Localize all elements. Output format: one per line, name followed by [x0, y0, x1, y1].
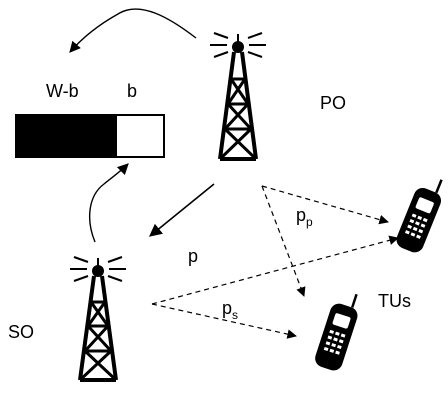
bandwidth-bar: [15, 114, 165, 158]
mobile-phone-icon: [396, 179, 443, 253]
arrow-icon: [89, 163, 129, 243]
bandwidth-left-label: W-b: [46, 81, 79, 101]
secondary-price-symbol: p: [222, 298, 232, 318]
primary-tower-icon: [210, 32, 266, 161]
secondary-tower-icon: [70, 256, 126, 382]
secondary-price-subscript: s: [232, 308, 238, 322]
mobile-phone-icon: [315, 293, 358, 371]
bandwidth-bar-left-segment: [15, 114, 117, 158]
primary-price-subscript: p: [306, 215, 313, 229]
terminal-users-label: TUs: [378, 291, 411, 311]
bandwidth-bar-right-segment: [115, 114, 165, 158]
primary-operator-label: PO: [320, 93, 346, 113]
bandwidth-right-label: b: [127, 81, 137, 101]
secondary-price-label: ps: [222, 298, 238, 322]
primary-price-symbol: p: [296, 205, 306, 225]
arrow-icon: [261, 185, 389, 225]
arrow-icon: [261, 185, 306, 297]
arrow-icon: [151, 303, 297, 339]
arrow-icon: [69, 8, 197, 53]
price-label: p: [188, 246, 198, 266]
primary-price-label: pp: [296, 205, 313, 229]
arrow-icon: [149, 183, 215, 237]
arrow-icon: [151, 235, 399, 305]
secondary-operator-label: SO: [8, 322, 34, 342]
